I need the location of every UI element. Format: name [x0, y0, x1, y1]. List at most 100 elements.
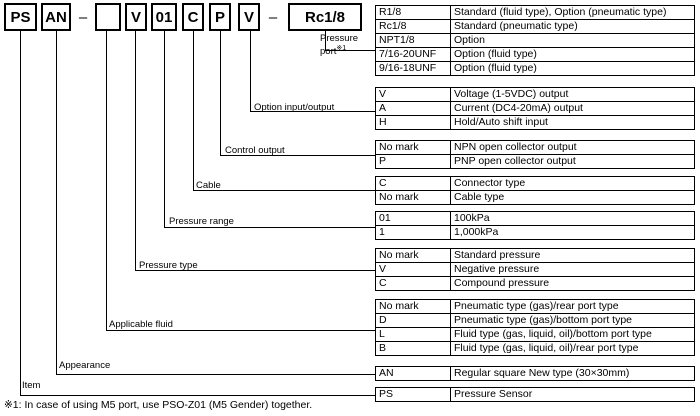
- pressure-type-leader-v: [135, 31, 136, 270]
- option-code: B: [375, 341, 451, 356]
- option-description: Regular square New type (30×30mm): [450, 366, 695, 381]
- option-description: Option: [450, 33, 695, 48]
- option-description: Standard (fluid type), Option (pneumatic…: [450, 5, 695, 20]
- option-code: No mark: [375, 299, 451, 314]
- option-description: Connector type: [450, 176, 695, 191]
- option-io-leader-h: [250, 111, 375, 112]
- option-code: A: [375, 101, 451, 116]
- footnote: ※1: In case of using M5 port, use PSO-Z0…: [4, 399, 313, 411]
- pressure-range-leader-v: [164, 31, 165, 227]
- option-code: 01: [375, 211, 451, 226]
- control-output-leader-v: [220, 31, 221, 155]
- pressure-type-leader-h: [135, 270, 375, 271]
- appearance-code-box: AN: [41, 3, 71, 31]
- option-code: 1: [375, 225, 451, 240]
- cable-leader-h: [193, 190, 375, 191]
- dash-2: –: [268, 8, 278, 26]
- option-description: Pneumatic type (gas)/bottom port type: [450, 313, 695, 328]
- option-code: Rc1/8: [375, 19, 451, 34]
- footnote-marker: ※1: [336, 45, 347, 52]
- option-code: L: [375, 327, 451, 342]
- option-description: Standard pressure: [450, 248, 695, 263]
- item-leader-v: [20, 31, 21, 395]
- option-description: Fluid type (gas, liquid, oil)/bottom por…: [450, 327, 695, 342]
- option-description: Voltage (1-5VDC) output: [450, 87, 695, 102]
- option-description: NPN open collector output: [450, 140, 695, 155]
- pressure-range-leader-h: [164, 227, 375, 228]
- option-code: No mark: [375, 140, 451, 155]
- fluid-code-box: [95, 3, 121, 31]
- option-code: V: [375, 87, 451, 102]
- control-output-code-box: P: [209, 3, 231, 31]
- option-code: P: [375, 154, 451, 169]
- option-code: D: [375, 313, 451, 328]
- option-code: R1/8: [375, 5, 451, 20]
- option-description: Pneumatic type (gas)/rear port type: [450, 299, 695, 314]
- option-description: Pressure Sensor: [450, 387, 695, 402]
- option-code: No mark: [375, 248, 451, 263]
- item-label: Item: [22, 380, 41, 391]
- option-description: Cable type: [450, 190, 695, 205]
- cable-label: Cable: [196, 180, 221, 191]
- control-output-label: Control output: [225, 145, 285, 156]
- option-description: Fluid type (gas, liquid, oil)/rear port …: [450, 341, 695, 356]
- option-code: AN: [375, 366, 451, 381]
- option-description: Hold/Auto shift input: [450, 115, 695, 130]
- fluid-leader-v: [106, 31, 107, 330]
- cable-leader-v: [193, 31, 194, 190]
- item-leader-h: [20, 395, 375, 396]
- option-code: PS: [375, 387, 451, 402]
- pressure-type-label: Pressure type: [139, 260, 198, 271]
- option-description: 1,000kPa: [450, 225, 695, 240]
- appearance-leader-h: [56, 374, 375, 375]
- fluid-leader-h: [106, 330, 375, 331]
- option-code: 7/16-20UNF: [375, 47, 451, 62]
- option-code: NPT1/8: [375, 33, 451, 48]
- option-description: Negative pressure: [450, 262, 695, 277]
- option-code: C: [375, 176, 451, 191]
- cable-code-box: C: [182, 3, 204, 31]
- pressure-range-code-box: 01: [151, 3, 177, 31]
- option-code: No mark: [375, 190, 451, 205]
- fluid-label: Applicable fluid: [109, 319, 173, 330]
- option-io-label: Option input/output: [254, 102, 335, 113]
- pressure-port-leader-v: [325, 31, 326, 50]
- option-description: Compound pressure: [450, 276, 695, 291]
- appearance-leader-v: [56, 31, 57, 374]
- appearance-label: Appearance: [59, 360, 111, 371]
- option-description: Option (fluid type): [450, 47, 695, 62]
- pressure-range-label: Pressure range: [169, 216, 234, 227]
- option-description: Current (DC4-20mA) output: [450, 101, 695, 116]
